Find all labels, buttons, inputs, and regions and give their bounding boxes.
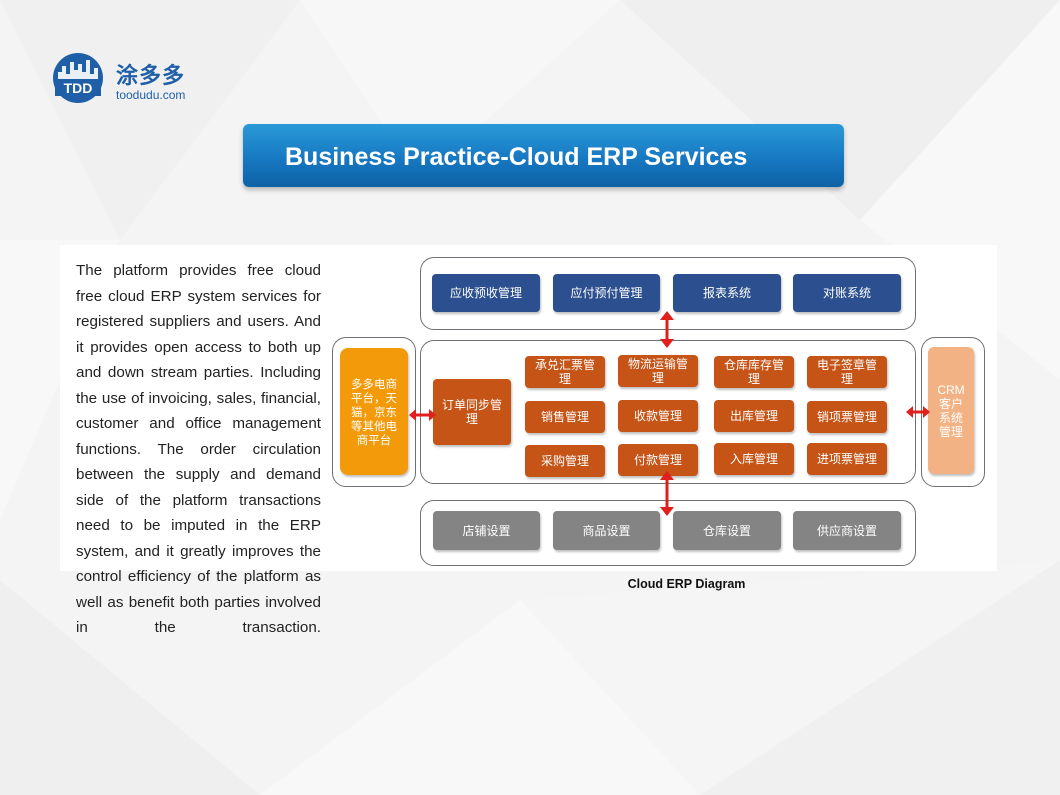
core-module-inbound[interactable]: 入库管理 [714,443,794,475]
core-module-inventory[interactable]: 仓库库存管理 [714,356,794,388]
core-module-sales[interactable]: 销售管理 [525,401,605,433]
logo-chinese-name: 涂多多 [116,64,186,89]
logo-url: toodudu.com [116,88,186,102]
core-module-purchasing[interactable]: 采购管理 [525,445,605,477]
setting-store[interactable]: 店铺设置 [433,511,540,550]
order-sync-box[interactable]: 订单同步管理 [433,379,511,445]
module-reports[interactable]: 报表系统 [673,274,781,312]
setting-products[interactable]: 商品设置 [553,511,660,550]
logo[interactable]: TDD 涂多多 toodudu.com [52,52,202,108]
erp-diagram: 应收预收管理 应付预付管理 报表系统 对账系统 多多电商平台，天猫，京东等其他电… [330,255,985,570]
module-payables[interactable]: 应付预付管理 [553,274,660,312]
core-module-collections[interactable]: 收款管理 [618,400,698,432]
tdd-logo-icon: TDD [53,53,103,103]
crm-box[interactable]: CRM客户系统管理 [928,347,974,474]
module-receivables[interactable]: 应收预收管理 [432,274,540,312]
setting-warehouse[interactable]: 仓库设置 [673,511,781,550]
diagram-caption: Cloud ERP Diagram [627,577,746,591]
core-module-outbound[interactable]: 出库管理 [714,400,794,432]
core-module-input-invoices[interactable]: 进项票管理 [807,443,887,475]
ecommerce-platforms-box[interactable]: 多多电商平台，天猫，京东等其他电商平台 [340,348,408,475]
core-module-e-signature[interactable]: 电子签章管理 [807,356,887,388]
core-module-output-invoices[interactable]: 销项票管理 [807,401,887,433]
title-banner: Business Practice-Cloud ERP Services [243,124,844,187]
core-module-logistics[interactable]: 物流运输管理 [618,355,698,387]
core-module-acceptance-bills[interactable]: 承兑汇票管理 [525,356,605,388]
core-module-payments[interactable]: 付款管理 [618,444,698,476]
page-title: Business Practice-Cloud ERP Services [285,143,748,171]
module-reconciliation[interactable]: 对账系统 [793,274,901,312]
logo-mark-text: TDD [64,80,93,96]
description-paragraph: The platform provides free cloud free cl… [76,262,321,636]
setting-suppliers[interactable]: 供应商设置 [793,511,901,550]
